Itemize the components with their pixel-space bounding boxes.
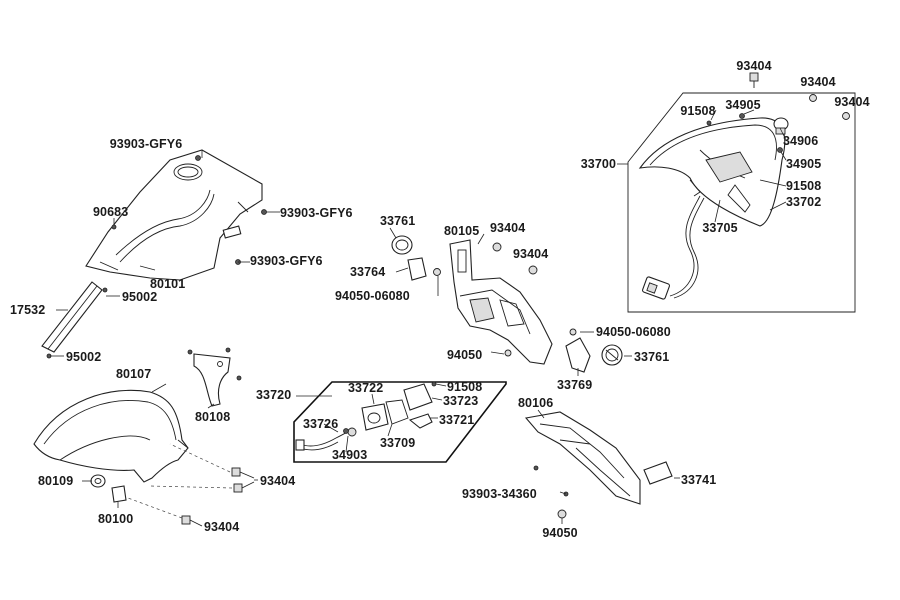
bolt-93404-g	[181, 515, 203, 527]
taillight-assembly-33700	[638, 117, 786, 300]
label-91508-b: 91508	[786, 179, 822, 193]
rear-fender-80106	[524, 411, 641, 505]
nut-94050-b	[557, 509, 567, 519]
collar-80109	[90, 474, 106, 488]
label-91508-c: 91508	[447, 380, 483, 394]
label-93903-gfy6-c: 93903-GFY6	[250, 254, 323, 268]
nut-94050-a	[504, 349, 512, 357]
label-80100: 80100	[98, 512, 134, 526]
label-33764: 33764	[350, 265, 386, 279]
label-93404-a: 93404	[736, 59, 772, 73]
taillight-group-frame	[627, 92, 856, 313]
label-33709: 33709	[380, 436, 416, 450]
nut-93404-d	[492, 242, 502, 252]
label-33726: 33726	[303, 417, 339, 431]
label-34906: 34906	[783, 134, 819, 148]
bolt-93404-f	[231, 467, 255, 493]
reflector-33761-b	[601, 344, 623, 366]
label-94050-06080-b: 94050-06080	[596, 325, 671, 339]
bulb-34905-b	[777, 147, 783, 153]
label-33720: 33720	[256, 388, 292, 402]
label-93903-gfy6-b: 93903-GFY6	[280, 206, 353, 220]
bulb-34903	[343, 428, 349, 434]
cover-33721	[408, 413, 433, 429]
socket-91508-a	[706, 120, 712, 126]
seal-33709	[385, 399, 409, 425]
label-90683: 90683	[93, 205, 129, 219]
license-light-group-frame	[293, 381, 507, 463]
label-80107: 80107	[116, 367, 152, 381]
bulb-34905-a	[739, 113, 745, 119]
collar-80100	[111, 485, 127, 503]
nut-94050-06080-b	[569, 328, 577, 336]
label-93903-34360: 93903-34360	[462, 487, 537, 501]
label-34905-b: 34905	[786, 157, 822, 171]
screw-80108-a	[187, 349, 193, 355]
label-33761-a: 33761	[380, 214, 416, 228]
screw-93903-gfy6-a	[195, 155, 201, 161]
label-93404-d: 93404	[490, 221, 526, 235]
label-33769: 33769	[557, 378, 593, 392]
screw-93903-gfy6-b	[261, 209, 267, 215]
label-91508-a: 91508	[680, 104, 716, 118]
label-17532: 17532	[10, 303, 46, 317]
label-93903-gfy6-a: 93903-GFY6	[109, 137, 183, 151]
lens-33723	[403, 383, 433, 411]
label-94050-a: 94050	[447, 348, 483, 362]
label-80101: 80101	[150, 277, 186, 291]
clip-90683	[111, 224, 117, 230]
label-94050-06080-a: 94050-06080	[335, 289, 410, 303]
bolt-93404-a	[749, 72, 759, 88]
label-34905-a: 34905	[725, 98, 761, 112]
label-33722: 33722	[348, 381, 384, 395]
rubber-strip-17532	[41, 281, 103, 353]
screw-80108-c	[236, 375, 242, 381]
label-94050-b: 94050	[542, 526, 578, 540]
label-33700: 33700	[580, 157, 616, 171]
label-93404-e: 93404	[513, 247, 549, 261]
clip-95002-a	[102, 287, 108, 293]
label-80109: 80109	[38, 474, 74, 488]
label-80105: 80105	[444, 224, 480, 238]
reflector-bracket-33764	[407, 257, 427, 281]
label-93404-c: 93404	[834, 95, 870, 109]
label-33741: 33741	[681, 473, 717, 487]
label-93404-f: 93404	[260, 474, 296, 488]
lamp-housing-33722	[361, 403, 389, 431]
license-bracket-80105	[449, 239, 553, 365]
label-33702: 33702	[786, 195, 822, 209]
label-34903: 34903	[332, 448, 368, 462]
bolt-93404-c	[842, 112, 850, 120]
nut-93404-e	[528, 265, 538, 275]
label-80106: 80106	[518, 396, 554, 410]
front-fender-80107	[33, 389, 189, 483]
screw-80108-b	[225, 347, 231, 353]
label-33723: 33723	[443, 394, 479, 408]
label-80108: 80108	[195, 410, 231, 424]
label-93404-b: 93404	[800, 75, 836, 89]
label-95002-b: 95002	[66, 350, 102, 364]
label-33721: 33721	[439, 413, 475, 427]
label-33705: 33705	[702, 221, 738, 235]
bolt-93404-b	[809, 94, 817, 102]
label-95002-a: 95002	[122, 290, 158, 304]
label-33761-b: 33761	[634, 350, 670, 364]
nut-94050-06080-a	[433, 268, 441, 276]
reflector-plate-33741	[643, 461, 673, 485]
bulb-34906	[773, 117, 789, 135]
reflector-33761-a	[391, 235, 413, 255]
label-93404-g: 93404	[204, 520, 240, 534]
inner-cover-80101	[85, 149, 263, 281]
screw-93903-34360-a	[533, 465, 539, 471]
reflector-bracket-33769	[565, 337, 591, 373]
fender-bracket-80108	[193, 353, 231, 407]
screw-91508-c	[431, 381, 437, 387]
